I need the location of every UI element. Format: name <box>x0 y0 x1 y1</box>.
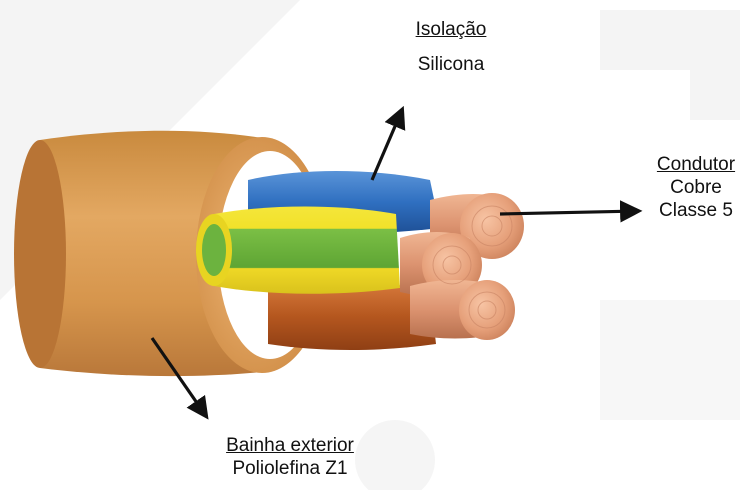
sheath-title: Bainha exterior <box>200 434 380 457</box>
arrow-insulation <box>372 110 402 180</box>
conductor-material-line1: Cobre <box>643 176 749 199</box>
conductor-material-line2: Classe 5 <box>643 199 749 222</box>
conductor-title: Condutor <box>643 153 749 176</box>
insulation-title: Isolação <box>396 18 506 41</box>
sheath-label: Bainha exterior Poliolefina Z1 <box>200 434 380 480</box>
core-green-yellow <box>196 207 400 294</box>
insulation-label: Isolação Silicona <box>396 18 506 76</box>
conductor-label: Condutor Cobre Classe 5 <box>643 153 749 222</box>
sheath-material: Poliolefina Z1 <box>200 457 380 480</box>
insulation-material: Silicona <box>396 53 506 76</box>
